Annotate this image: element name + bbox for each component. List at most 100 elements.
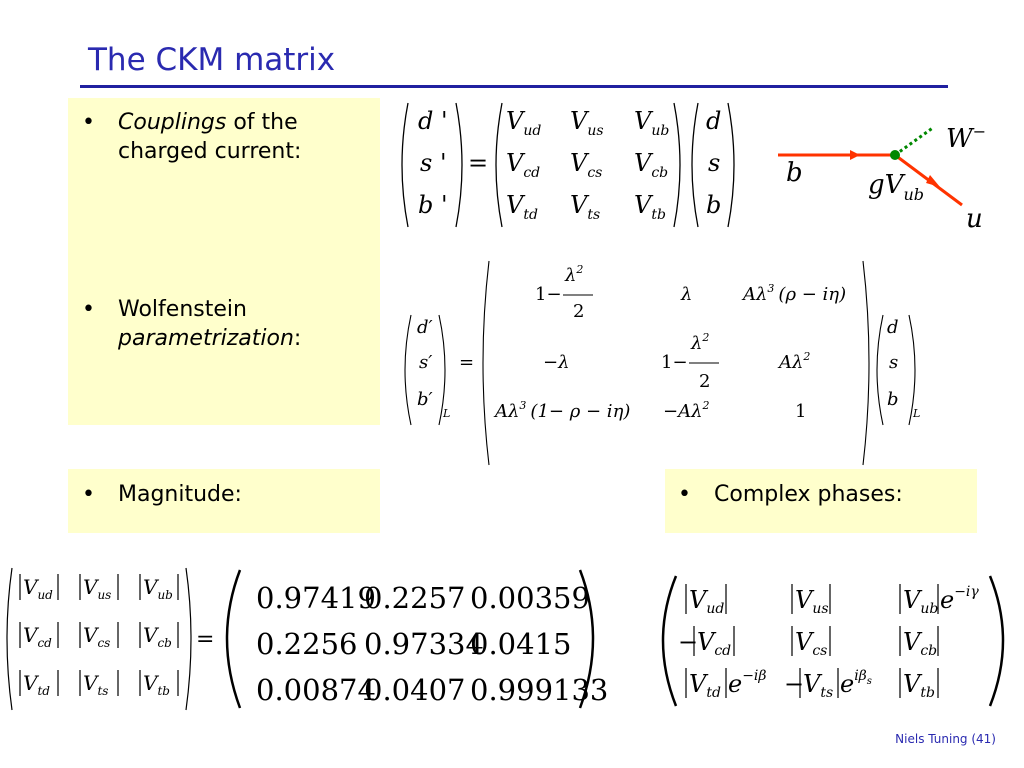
wolf-lhs-d: d′	[417, 317, 433, 338]
phases-highlight-box	[665, 469, 977, 533]
wolf-rhs-s: s	[889, 352, 898, 373]
ph-minus-ts: −	[784, 670, 804, 698]
feynman-diagram: b u W− gVub	[778, 122, 986, 234]
phase-abs-bars	[685, 584, 939, 698]
rhs-d: d	[706, 107, 721, 135]
ph-exp-beta: e−iβ	[728, 668, 767, 698]
v-ub: Vub	[634, 107, 669, 139]
mag-val-us: 0.2257	[364, 581, 465, 615]
r2c2-den: 2	[699, 371, 710, 392]
ph-v-ud: Vud	[689, 586, 724, 617]
lhs-d: d '	[418, 107, 448, 135]
ph-v-us: Vus	[795, 586, 829, 617]
v-cs: Vcs	[570, 149, 602, 181]
r3c3: 1	[795, 401, 806, 422]
wolf-italic: parametrization	[118, 326, 294, 351]
r1c1-lambda: λ2	[564, 263, 583, 286]
r2c2-one: 1−	[661, 352, 688, 373]
mag-val-cb: 0.0415	[470, 627, 571, 661]
phases-label: Complex phases:	[714, 482, 903, 507]
vertex-dot	[890, 150, 900, 160]
wolf-lhs-s: s′	[419, 352, 432, 373]
footer-author-page: Niels Tuning (41)	[895, 732, 996, 746]
ph-v-cb: Vcb	[903, 628, 937, 659]
b-arrow	[850, 150, 860, 160]
lhs-s: s '	[420, 149, 447, 177]
label-gvub: gVub	[868, 170, 924, 204]
ph-exp-betas: eiβs	[840, 668, 872, 698]
abs-v-ts: Vts	[83, 671, 108, 698]
r2c3: Aλ2	[777, 350, 810, 373]
mag-val-ts: 0.0407	[364, 673, 465, 707]
bullet-dot: •	[678, 482, 691, 507]
bullet-magnitude: • Magnitude:	[82, 480, 242, 509]
mag-val-tb: 0.999133	[470, 673, 608, 707]
label-u: u	[966, 204, 983, 234]
label-w: W−	[946, 122, 986, 154]
abs-v-cd: Vcd	[23, 623, 52, 650]
wolf-colon: :	[293, 326, 302, 351]
r3c1: Aλ3(1− ρ − iη)	[493, 399, 630, 422]
abs-v-us: Vus	[83, 575, 111, 602]
v-cb: Vcb	[634, 149, 668, 181]
bullet-dot: •	[82, 482, 95, 507]
ckm-equation: d ' s ' b ' = Vud Vus Vub Vcd Vcs Vcb Vt…	[401, 102, 735, 228]
magnitude-label: Magnitude:	[118, 482, 242, 507]
eq1-equals: =	[468, 149, 488, 177]
r1c1-den: 2	[573, 301, 584, 322]
mag-val-cs: 0.97334	[364, 627, 484, 661]
abs-v-tb: Vtb	[143, 671, 170, 698]
wolf-line1: Wolfenstein	[118, 297, 247, 322]
magnitude-equals: =	[196, 627, 214, 652]
wolf-rhs-d: d	[887, 317, 899, 338]
r1c1-one: 1−	[535, 284, 562, 305]
label-b: b	[786, 158, 803, 188]
ph-v-td: Vtd	[689, 670, 721, 701]
wolf-sub-l-left: L	[442, 407, 450, 420]
r3c2: −Aλ2	[663, 399, 710, 422]
bullet-dot: •	[82, 110, 95, 135]
mag-val-ud: 0.97419	[256, 581, 376, 615]
v-ud: Vud	[506, 107, 541, 139]
ph-v-cd: Vcd	[697, 628, 731, 659]
v-td: Vtd	[506, 191, 538, 223]
ph-v-ts: Vts	[803, 670, 833, 701]
ph-v-tb: Vtb	[903, 670, 935, 701]
wolf-sub-l-right: L	[912, 407, 920, 420]
mag-val-ub: 0.00359	[470, 581, 590, 615]
bullet-wolfenstein: • Wolfenstein parametrization:	[82, 295, 378, 353]
v-tb: Vtb	[634, 191, 666, 223]
couplings-line2: charged current:	[118, 139, 302, 164]
abs-v-cs: Vcs	[83, 623, 110, 650]
r1c3: Aλ3(ρ − iη)	[741, 282, 846, 305]
wolf-equals: =	[459, 352, 474, 373]
ph-minus-cd: −	[678, 628, 698, 656]
r2c2-lambda: λ2	[690, 331, 709, 354]
couplings-italic: Couplings	[118, 110, 227, 135]
wolfenstein-equation: d′ s′ b′ d s b L L = 1− λ2 2 λ Aλ3(ρ − i…	[404, 260, 920, 466]
mag-val-cd: 0.2256	[256, 627, 357, 661]
title-underline	[80, 85, 948, 88]
v-cd: Vcd	[506, 149, 540, 181]
w-boson-line	[894, 125, 935, 157]
bullet-dot: •	[82, 297, 95, 322]
abs-v-ud: Vud	[23, 575, 53, 602]
lhs-b: b '	[418, 191, 448, 219]
ph-v-ub: Vub	[903, 586, 938, 617]
magnitude-equation: Vud Vus Vub Vcd Vcs Vcb Vtd Vts Vtb = 0.…	[6, 567, 608, 711]
v-us: Vus	[570, 107, 604, 139]
left-highlight-box	[68, 98, 380, 425]
rhs-b: b	[706, 191, 721, 219]
magnitude-highlight-box	[68, 469, 380, 533]
bullet-phases: • Complex phases:	[678, 480, 903, 509]
wolf-lhs-b: b′	[417, 389, 433, 410]
abs-bars	[19, 574, 179, 696]
u-arrow	[926, 175, 940, 187]
abs-v-td: Vtd	[23, 671, 50, 698]
bullet-couplings: • Couplings of the charged current:	[82, 108, 378, 166]
abs-v-cb: Vcb	[143, 623, 172, 650]
couplings-rest: of the	[226, 110, 298, 135]
r2c1: −λ	[543, 352, 570, 373]
abs-v-ub: Vub	[143, 575, 173, 602]
v-ts: Vts	[570, 191, 600, 223]
